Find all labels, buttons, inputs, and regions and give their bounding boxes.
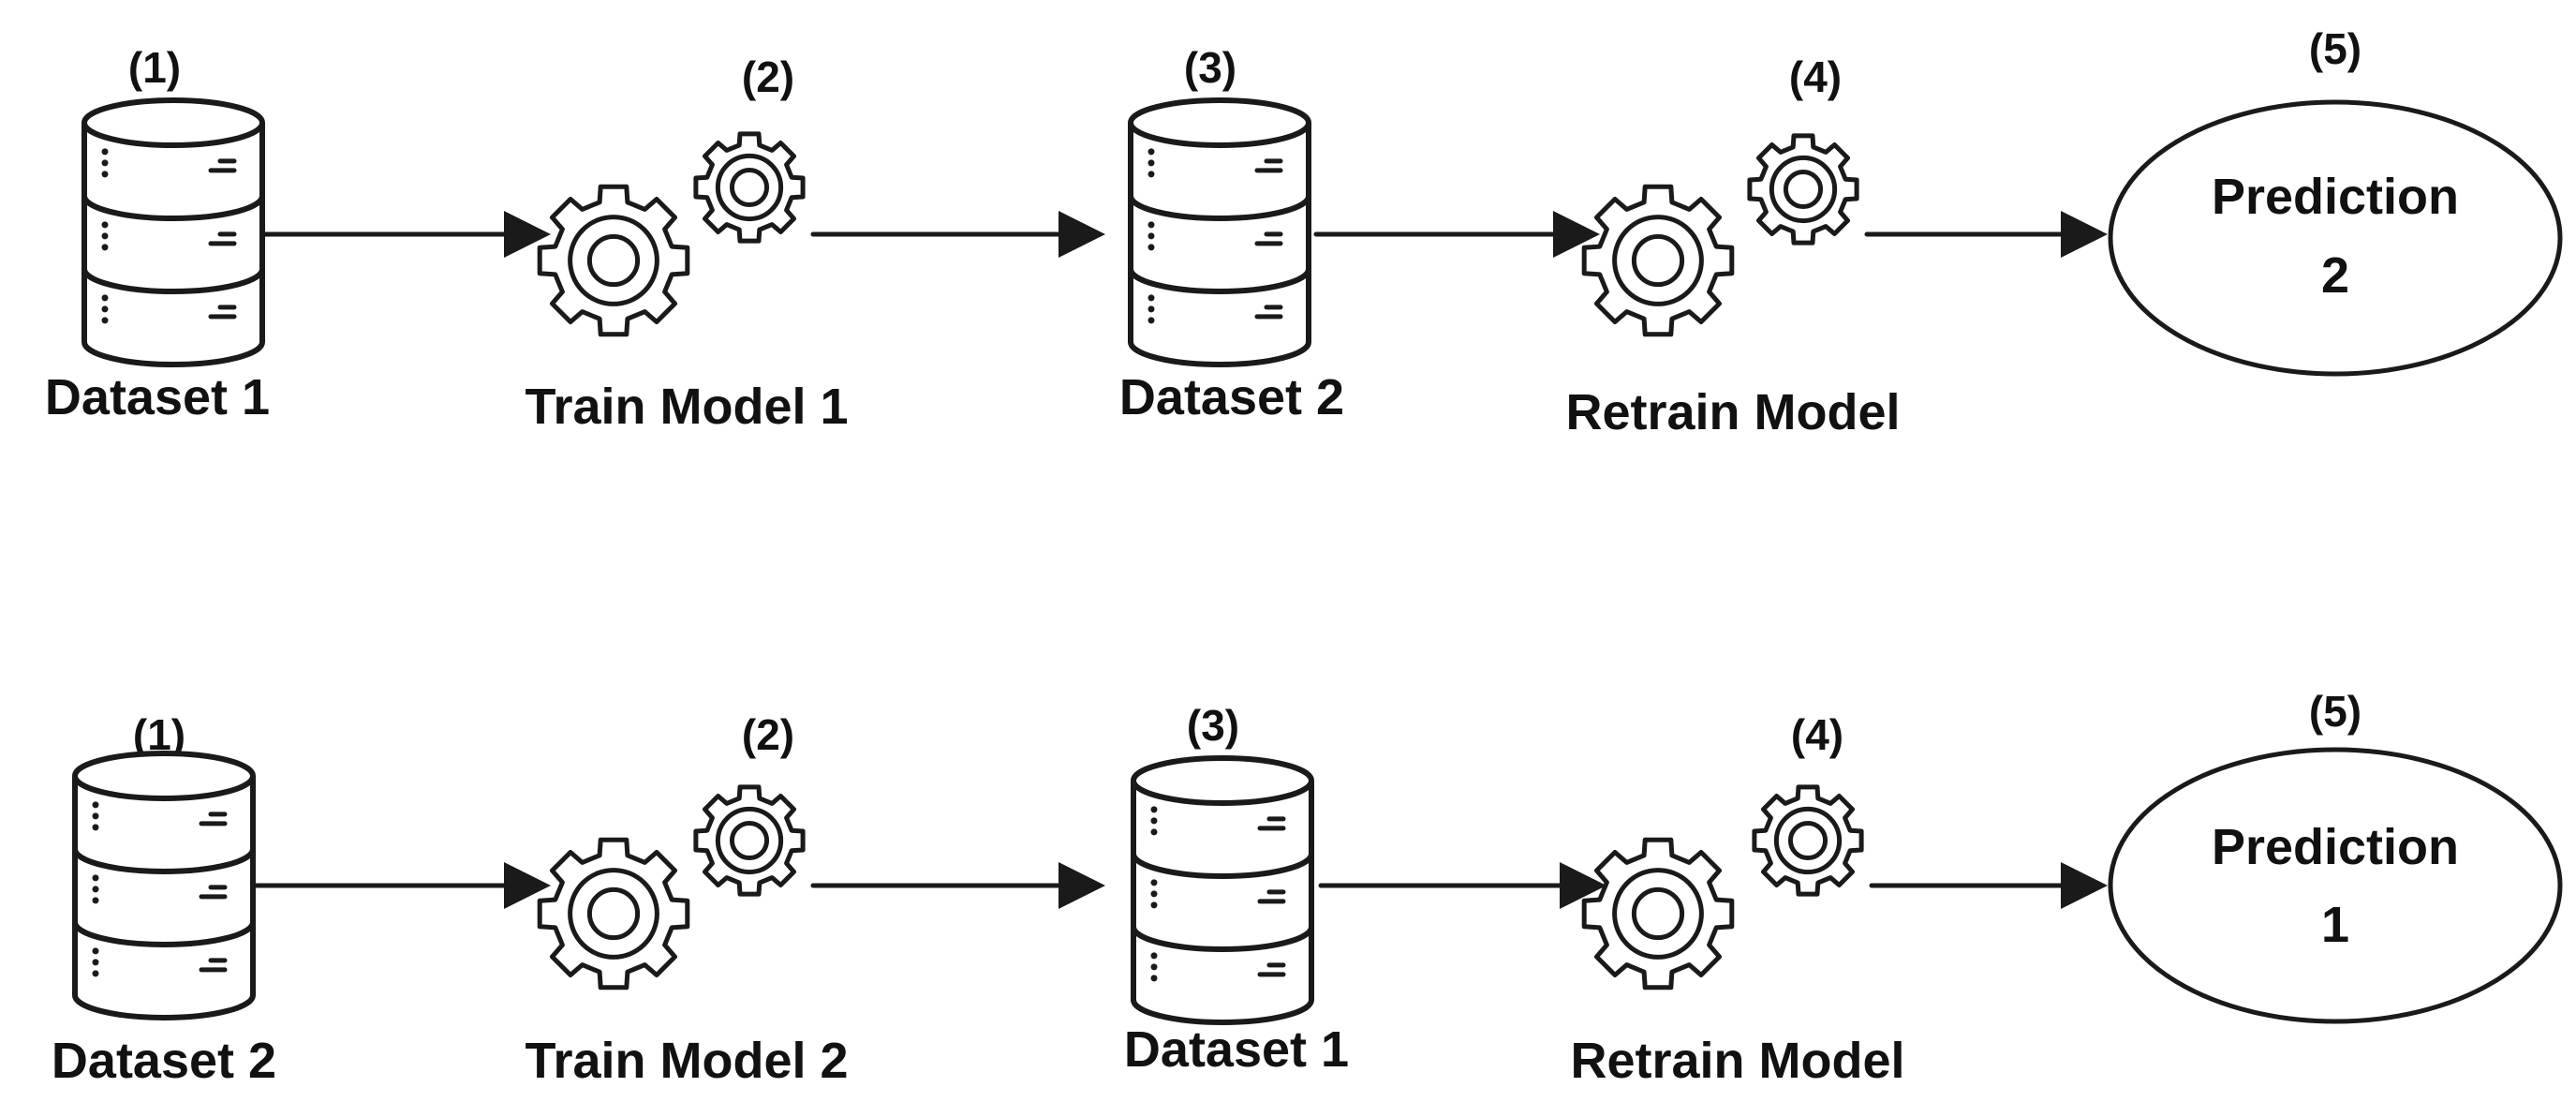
node-label: Dataset 2 [1119, 369, 1344, 425]
step-number: (4) [1789, 52, 1842, 101]
node-label: Dataset 1 [45, 369, 270, 425]
node-label: Dataset 2 [52, 1033, 276, 1089]
step-number: (4) [1791, 710, 1843, 759]
step-number: (2) [742, 710, 794, 759]
node-label: Retrain Model [1570, 1033, 1904, 1089]
gears-icon [537, 131, 806, 337]
prediction-node [2108, 99, 2563, 377]
database-icon [72, 751, 256, 1020]
prediction-node [2108, 747, 2563, 1024]
pipeline-row-2: (1) (2) (3) (4) (5) Prediction 1 Dataset… [52, 687, 2563, 1089]
prediction-label: Prediction [2212, 169, 2459, 225]
node-label: Dataset 1 [1124, 1021, 1349, 1078]
prediction-number: 2 [2321, 247, 2349, 304]
step-number: (2) [742, 52, 794, 101]
step-number: (3) [1184, 43, 1236, 92]
node-label: Train Model 2 [525, 1033, 848, 1089]
gears-icon [1581, 784, 1864, 990]
step-number: (3) [1187, 701, 1239, 750]
node-label: Retrain Model [1565, 384, 1900, 440]
database-icon [1128, 97, 1311, 367]
gears-icon [1581, 133, 1859, 337]
step-number: (5) [2309, 687, 2361, 736]
step-number: (5) [2309, 24, 2361, 73]
prediction-label: Prediction [2212, 819, 2459, 875]
step-number: (1) [128, 43, 181, 92]
prediction-number: 1 [2321, 897, 2349, 953]
database-icon [1131, 755, 1314, 1025]
pipeline-row-1: (1) (2) (3) (4) (5) Prediction 2 Dataset… [45, 24, 2563, 440]
database-icon [81, 97, 265, 367]
gears-icon [537, 784, 806, 990]
node-label: Train Model 1 [525, 379, 848, 435]
